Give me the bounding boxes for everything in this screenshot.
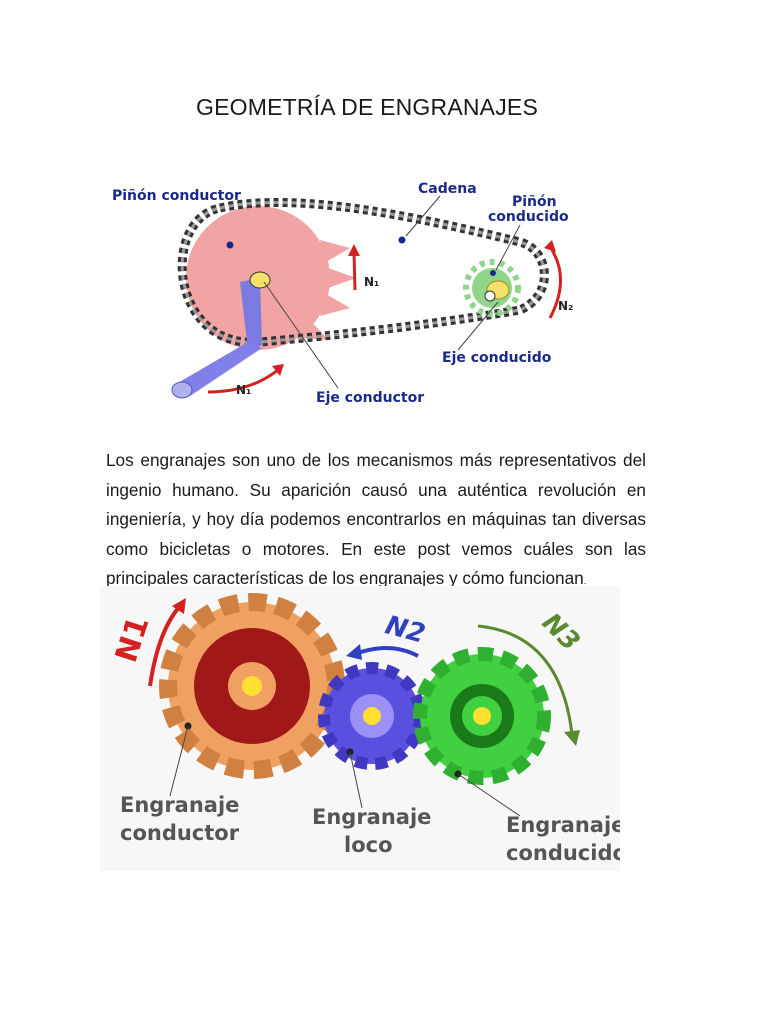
paragraph-text: Los engranajes son uno de los mecanismos…: [106, 450, 646, 588]
label-pinion-driven-2: conducido: [488, 209, 569, 225]
idler-gear: [318, 662, 426, 770]
gear-train-figure: N1 N2 N3 Engranaje conductor Engranaje l…: [100, 586, 620, 871]
label-n1-bottom: N₁: [236, 383, 251, 397]
label-pinion-driver: Piñón conductor: [112, 188, 241, 204]
rotation-arrow-n1-top: [352, 251, 357, 291]
label-shaft-driver: Eje conductor: [316, 390, 424, 406]
paragraph-end: .: [583, 576, 587, 586]
page-title: GEOMETRÍA DE ENGRANAJES: [196, 94, 538, 120]
label-driven-2: conducido: [506, 841, 620, 865]
label-driver-1: Engranaje: [120, 793, 239, 817]
label-driven-1: Engranaje: [506, 813, 620, 837]
body-paragraph: Los engranajes son uno de los mecanismos…: [106, 446, 646, 597]
rotation-arrow-n1-bottom: [207, 368, 279, 394]
driver-sprocket: [186, 206, 356, 350]
rotation-arrow-n2: [548, 249, 562, 319]
label-pinion-driven-1: Piñón: [512, 194, 557, 210]
rotation-arrow-n2: [354, 645, 419, 658]
label-shaft-driven: Eje conducido: [442, 350, 552, 366]
chain-drive-figure: Piñón conductor Cadena Piñón conducido E…: [112, 181, 573, 406]
label-n2: N₂: [558, 299, 573, 313]
label-driver-2: conductor: [120, 821, 240, 845]
label-chain: Cadena: [418, 181, 477, 197]
label-idler-2: loco: [344, 833, 393, 857]
driven-sprocket: [463, 259, 521, 317]
label-n1-top: N₁: [364, 275, 379, 289]
rotation-arrow-n3: [477, 624, 574, 735]
driver-gear: [159, 593, 345, 779]
label-idler-1: Engranaje: [312, 805, 431, 829]
driven-gear: [413, 647, 551, 785]
rotation-arrow-n1: [148, 604, 182, 687]
